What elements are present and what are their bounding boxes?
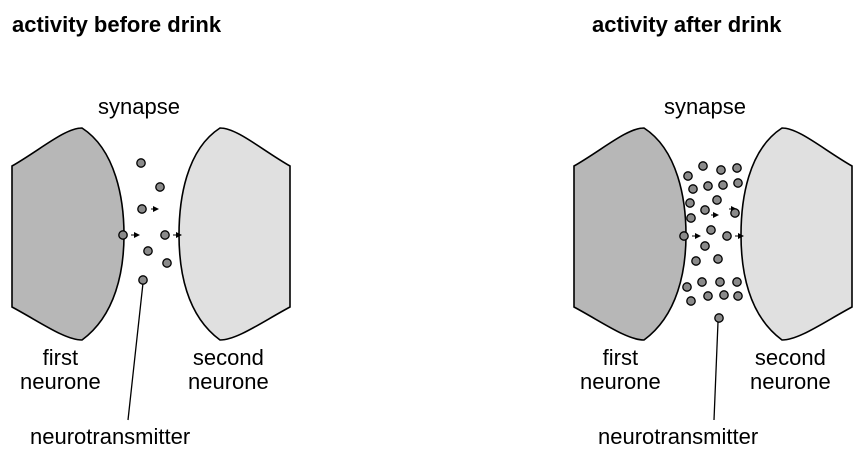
left-neurotransmitter-molecule [162,258,172,268]
left-neurotransmitter-molecule [138,275,148,285]
right-first-neurone-line2: neurone [580,369,661,394]
right-neurotransmitter-molecule [706,225,716,235]
right-neurotransmitter-molecule [712,195,722,205]
right-first-neurone [573,127,687,341]
right-neurotransmitter-molecules [679,161,744,323]
right-neurotransmitter-molecule [679,231,689,241]
right-neurotransmitter-molecule [719,290,729,300]
right-neurotransmitter-molecule [685,198,695,208]
left-neurotransmitter-molecule [143,246,153,256]
right-neurotransmitter-molecule [700,205,710,215]
right-neurotransmitter-molecule [698,161,708,171]
left-panel-title: activity before drink [12,12,222,37]
right-neurotransmitter-molecule [686,213,696,223]
right-neurotransmitter-molecule [722,231,732,241]
left-neurotransmitter-molecule [137,204,147,214]
right-second-neurone-label: second neurone [750,346,831,394]
left-neurotransmitter-molecule [118,230,128,240]
left-first-neurone-line2: neurone [20,369,101,394]
right-second-neurone [740,127,853,341]
right-neurotransmitter-molecule [697,277,707,287]
right-first-neurone-line1: first [602,345,639,370]
right-panel-title: activity after drink [592,12,782,37]
right-neurotransmitter-molecule [686,296,696,306]
right-neurotransmitter-molecule [683,171,693,181]
left-second-neurone [178,127,291,341]
left-neurotransmitter-label: neurotransmitter [30,424,191,449]
right-neurotransmitter-molecule [715,277,725,287]
left-neurotransmitter-molecule [155,182,165,192]
right-second-neurone-line2: neurone [750,369,831,394]
left-second-neurone-line2: neurone [188,369,269,394]
left-first-neurone-label: first neurone [20,346,101,394]
right-neurotransmitter-label: neurotransmitter [598,424,759,449]
left-synapse-label: synapse [98,94,180,119]
right-neurotransmitter-molecule [718,180,728,190]
left-neurotransmitter-molecules [118,158,182,285]
right-synapse-label: synapse [664,94,746,119]
left-synapse-panel [11,127,291,421]
right-neurotransmitter-molecule [733,291,743,301]
left-neurotransmitter-pointer [127,282,144,421]
right-neurotransmitter-molecule [714,313,724,323]
left-neurotransmitter-molecule [136,158,146,168]
right-neurotransmitter-molecule [703,181,713,191]
right-second-neurone-line1: second [754,345,826,370]
right-neurotransmitter-molecule [732,277,742,287]
right-neurotransmitter-molecule [700,241,710,251]
right-neurotransmitter-molecule [688,184,698,194]
right-neurotransmitter-molecule [730,208,740,218]
right-neurotransmitter-molecule [733,178,743,188]
right-neurotransmitter-molecule [716,165,726,175]
right-neurotransmitter-molecule [691,256,701,266]
right-first-neurone-label: first neurone [580,346,661,394]
right-neurotransmitter-pointer [713,321,719,421]
left-first-neurone [11,127,125,341]
left-neurotransmitter-molecule [160,230,170,240]
right-neurotransmitter-molecule [682,282,692,292]
left-second-neurone-line1: second [192,345,264,370]
right-neurotransmitter-molecule [713,254,723,264]
right-synapse-panel [573,127,853,421]
left-first-neurone-line1: first [42,345,79,370]
right-neurotransmitter-molecule [732,163,742,173]
right-neurotransmitter-molecule [703,291,713,301]
left-second-neurone-label: second neurone [188,346,269,394]
